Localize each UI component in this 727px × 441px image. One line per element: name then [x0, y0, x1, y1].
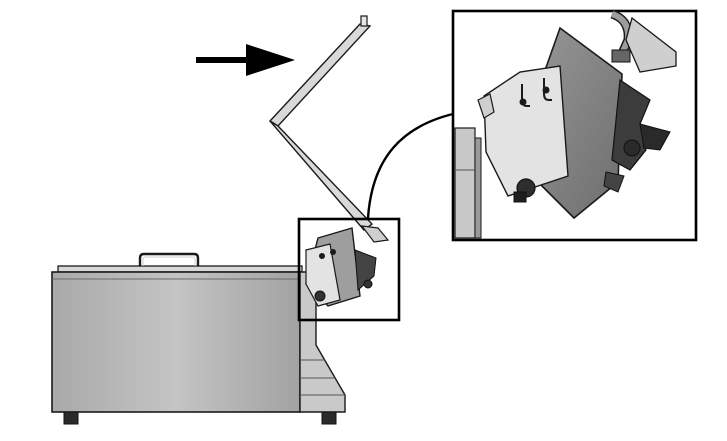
- pointer-arrow-icon: [196, 44, 295, 76]
- cabinet: [51, 252, 346, 425]
- caster-right: [321, 411, 337, 425]
- detail-hanger-plate: [483, 65, 569, 197]
- caster-left: [63, 411, 79, 425]
- lift-arm: [268, 15, 390, 243]
- cabinet-front-panel: [51, 271, 301, 413]
- cabinet-handle: [138, 252, 200, 266]
- detail-inset: [451, 9, 698, 242]
- arm-bracket-assembly: [305, 227, 377, 307]
- highlight-box: [297, 217, 401, 322]
